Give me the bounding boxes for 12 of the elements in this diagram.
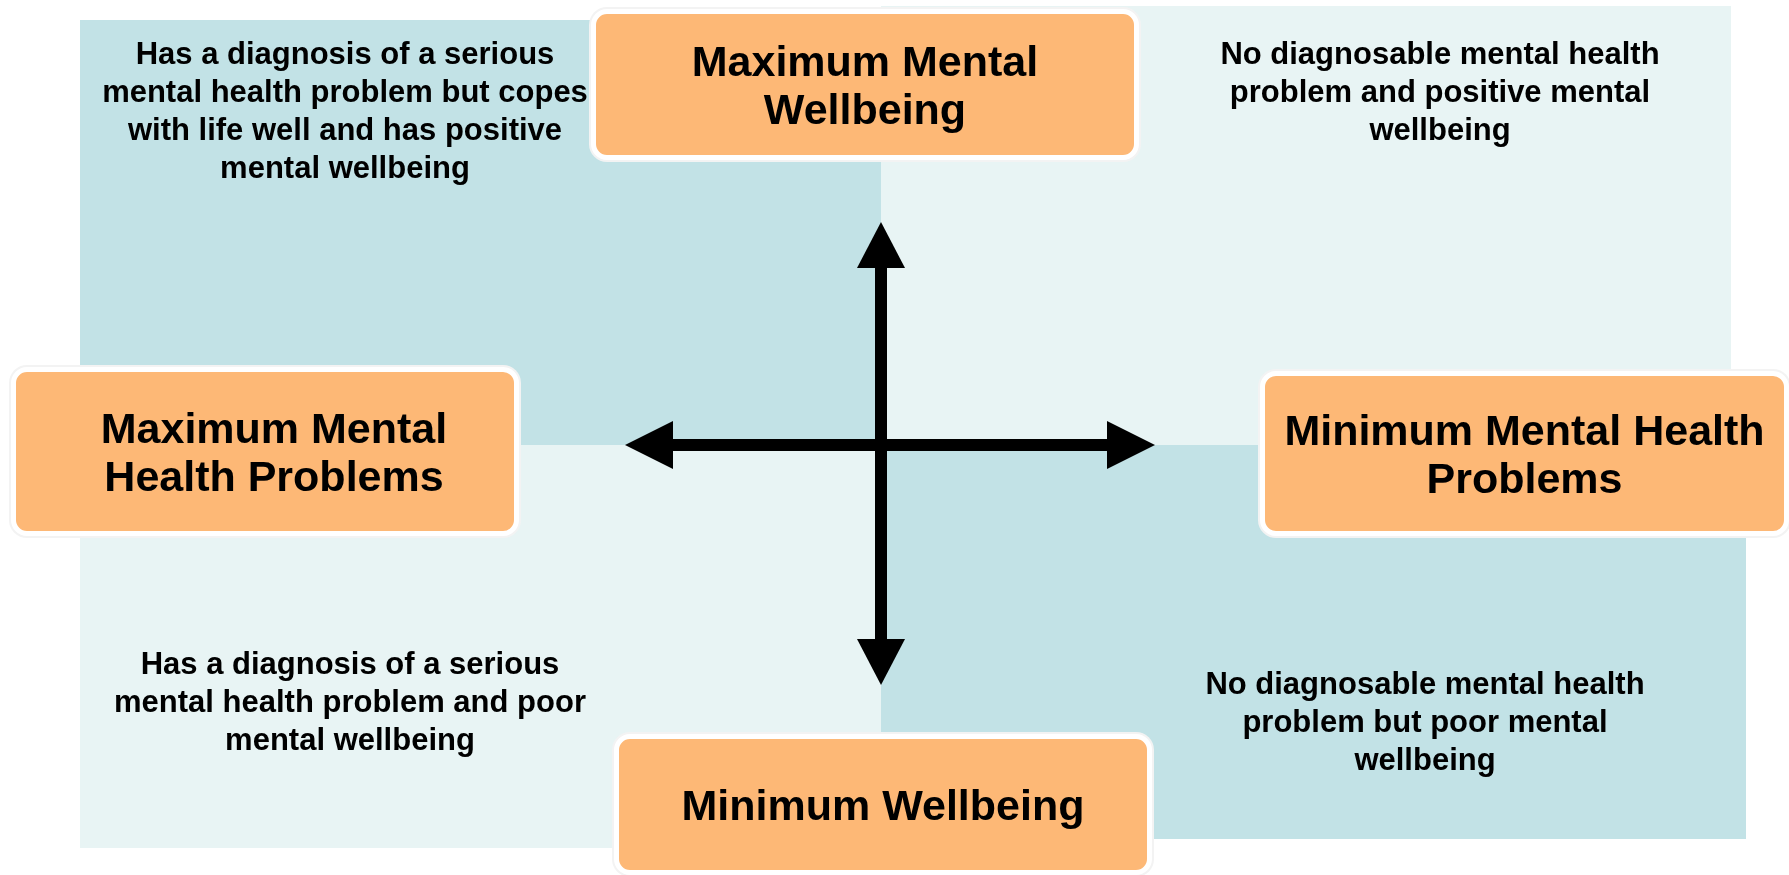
quadrant-description: Has a diagnosis of a serious mental health problem but copes with life well and has positive mental wellbeing: [101, 35, 589, 187]
axis-label-box: [1260, 371, 1789, 536]
axis-label-box: [614, 734, 1152, 875]
axis-label-box: [11, 367, 519, 536]
axis-label: Minimum Wellbeing: [681, 780, 1085, 829]
axis-label: Minimum Mental Health Problems: [1283, 405, 1766, 502]
axis-label: Maximum Mental Wellbeing: [690, 36, 1040, 133]
axis-label: Maximum Mental Health Problems: [99, 403, 449, 500]
axis-label-box: [591, 9, 1139, 160]
quadrant-description: No diagnosable mental health problem but poor mental wellbeing: [1204, 665, 1646, 779]
quadrant-description: Has a diagnosis of a serious mental health problem and poor mental wellbeing: [113, 645, 587, 759]
quadrant-description: No diagnosable mental health problem and positive mental wellbeing: [1219, 35, 1661, 149]
